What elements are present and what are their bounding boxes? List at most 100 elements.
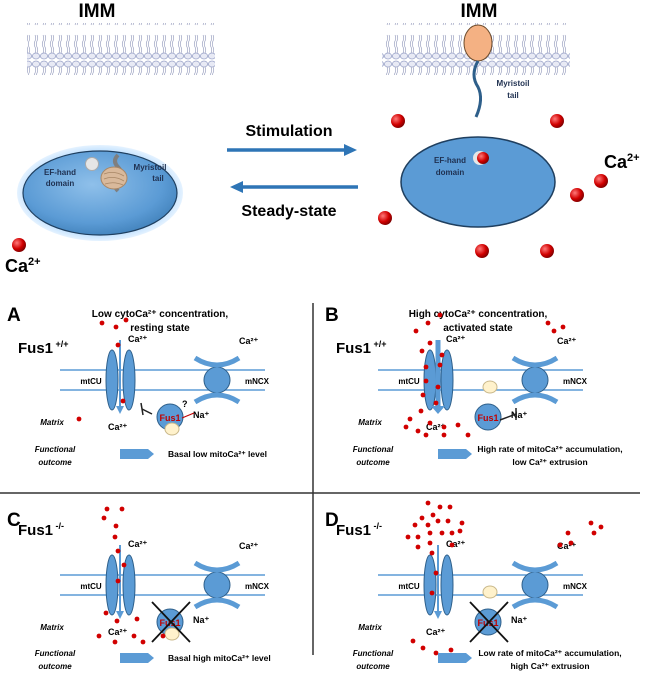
arrow-head xyxy=(116,406,124,414)
arrow-head xyxy=(431,406,445,414)
calcium-dot xyxy=(423,364,429,370)
ca-top-label: Ca²⁺ xyxy=(128,539,148,549)
ca-top-label: Ca²⁺ xyxy=(128,334,148,344)
imm-label-right: IMM xyxy=(461,1,498,22)
mtcu-label: mtCU xyxy=(398,582,420,591)
calcium-dot xyxy=(115,578,121,584)
mncx-label: mNCX xyxy=(245,582,270,591)
calcium-dot xyxy=(591,530,597,536)
calcium-dot xyxy=(415,544,421,550)
fus1-protein-icon xyxy=(474,403,502,431)
calcium-dot xyxy=(99,320,105,326)
calcium-dot xyxy=(439,352,445,358)
calcium-dot xyxy=(445,518,451,524)
mtcu-label: mtCU xyxy=(398,377,420,386)
mncx-label: mNCX xyxy=(245,377,270,386)
calcium-dot xyxy=(101,515,107,521)
calcium-dot xyxy=(557,542,563,548)
outcome-label-line1: Functional xyxy=(35,445,76,454)
calcium-dot xyxy=(123,317,129,323)
tail-label-line1: Myristoil xyxy=(134,163,167,172)
calcium-dot xyxy=(104,506,110,512)
mtcu-channel-icon xyxy=(122,349,136,411)
calcium-dot xyxy=(439,530,445,536)
mtcu-label: mtCU xyxy=(80,582,102,591)
outcome-label-line2: outcome xyxy=(356,458,390,467)
calcium-dot xyxy=(430,512,436,518)
calcium-dot xyxy=(134,616,140,622)
na-label: Na⁺ xyxy=(193,410,210,420)
imm-label-left: IMM xyxy=(79,1,116,22)
panel-header-line2: resting state xyxy=(130,323,190,334)
calcium-dot xyxy=(459,520,465,526)
matrix-label: Matrix xyxy=(40,623,64,632)
calcium-dot xyxy=(447,504,453,510)
outcome-text-line1: High rate of mitoCa²⁺ accumulation, xyxy=(477,444,622,454)
calcium-dot xyxy=(425,500,431,506)
exchanger-arc-top xyxy=(511,355,559,368)
calcium-dot xyxy=(429,550,435,556)
calcium-dot xyxy=(433,570,439,576)
calcium-dot xyxy=(112,534,118,540)
ca-exchanger-label: Ca²⁺ xyxy=(557,541,577,551)
knockout-cross-icon xyxy=(151,601,191,643)
fus1-protein-resting: EF-hand domain Myristoil tail xyxy=(17,145,183,241)
calcium-dot xyxy=(465,432,471,438)
panel-header-line1: Low cytoCa²⁺ concentration, xyxy=(92,309,229,320)
tail-label-line2: tail xyxy=(507,91,519,100)
na-label: Na⁺ xyxy=(511,410,528,420)
mtcu-channel-icon xyxy=(122,554,136,616)
fus1-label: Fus1 xyxy=(159,413,180,423)
question-mark: ? xyxy=(182,399,188,409)
outcome-label-line1: Functional xyxy=(35,649,76,658)
na-label: Na⁺ xyxy=(193,615,210,625)
calcium-dot xyxy=(96,633,102,639)
calcium-dot xyxy=(420,392,426,398)
mncx-exchanger-icon xyxy=(203,366,231,394)
inhibition-line xyxy=(499,413,517,421)
outcome-arrow-icon xyxy=(438,653,472,663)
calcium-dot xyxy=(449,542,455,548)
outcome-arrow-icon xyxy=(120,653,154,663)
mncx-exchanger-icon xyxy=(521,571,549,599)
mtcu-channel-icon xyxy=(105,554,119,616)
exchanger-arc-bottom xyxy=(511,597,559,610)
myristoil-tail-icon xyxy=(482,585,498,599)
calcium-dot xyxy=(415,428,421,434)
calcium-dot xyxy=(435,518,441,524)
matrix-label: Matrix xyxy=(358,418,382,427)
ca-top-label: Ca²⁺ xyxy=(446,334,466,344)
calcium-dot xyxy=(560,324,566,330)
steady-state-label: Steady-state xyxy=(241,203,336,220)
calcium-dot xyxy=(115,548,121,554)
fus1-protein-activated: EF-hand domain Myristoil tail xyxy=(400,24,556,228)
inhibition-line xyxy=(141,408,153,415)
calcium-dot xyxy=(437,362,443,368)
ef-hand-label-line1: EF-hand xyxy=(44,168,76,177)
calcium-dot xyxy=(405,534,411,540)
steady-state-arrow xyxy=(230,181,358,193)
na-label: Na⁺ xyxy=(511,615,528,625)
calcium-dot xyxy=(598,524,604,530)
calcium-dot xyxy=(457,528,463,534)
calcium-dot xyxy=(418,408,424,414)
outcome-arrow-icon xyxy=(120,449,154,459)
calcium-dot xyxy=(427,530,433,536)
outcome-text-line1: Basal low mitoCa²⁺ level xyxy=(168,449,267,459)
ca-bottom-label: Ca²⁺ xyxy=(426,627,446,637)
calcium-dot xyxy=(568,540,574,546)
exchanger-arc-top xyxy=(193,560,241,573)
calcium-dot xyxy=(441,424,447,430)
calcium-dot xyxy=(427,420,433,426)
exchanger-arc-bottom xyxy=(193,392,241,405)
calcium-dot xyxy=(407,416,413,422)
outcome-label-line2: outcome xyxy=(38,458,72,467)
ca-label-left: Ca2+ xyxy=(5,256,41,276)
calcium-dot xyxy=(112,639,118,645)
mtcu-channel-icon xyxy=(440,554,454,616)
outcome-arrow-icon xyxy=(438,449,472,459)
calcium-dot xyxy=(427,540,433,546)
mtcu-label: mtCU xyxy=(80,377,102,386)
arrow-head xyxy=(434,611,442,619)
